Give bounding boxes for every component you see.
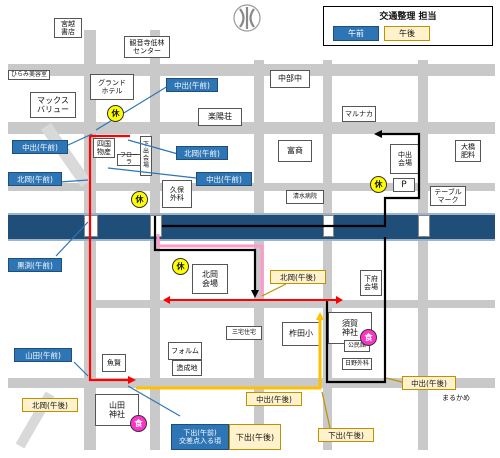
road-upper-horizontal: [8, 122, 495, 134]
road-east-vertical: [323, 60, 332, 450]
pointer-nakade-mid: [107, 167, 197, 179]
callout-kitaoka-am: 北岡(午前): [176, 146, 228, 160]
building-table-mark: テーブル マーク: [430, 186, 466, 206]
pointer-kitaoka-am: [127, 139, 179, 155]
pointer-shimode-pm-bottom: [321, 391, 331, 429]
road-middle-vertical: [254, 60, 264, 450]
building-kitaoka-kaikan: 北岡 会場: [192, 264, 228, 294]
route-black-arrowhead-west: [374, 130, 382, 138]
road-far-east-vertical: [418, 60, 428, 450]
building-forum: フォルム: [168, 342, 202, 360]
building-chubu: 中部中: [270, 70, 310, 88]
building-rakuyoso: 楽陽荘: [198, 108, 242, 126]
road-north-horizontal: [8, 64, 495, 76]
food-marker-icon: 食: [360, 329, 377, 346]
callout-nakade-am-top: 中出(午前): [166, 78, 218, 92]
route-black-east: [162, 132, 421, 228]
legend-am-swatch: 午前: [333, 26, 379, 41]
rest-marker-icon: 休: [131, 191, 148, 208]
route-red-arrowhead: [128, 376, 136, 384]
legend: 交通整理 担当 午前 午後: [323, 6, 493, 46]
pointer-kitaoka-am-left: [59, 179, 89, 183]
building-maruhachi: マルナカ: [342, 106, 376, 122]
building-hirakimi: ひらみ美容室: [8, 70, 50, 80]
road-bottom-horizontal: [8, 378, 495, 388]
route-pink: [156, 234, 264, 296]
route-red-arrow-west-head: [163, 296, 170, 304]
route-red: [88, 134, 130, 382]
building-yotsuomi: 四国 物産: [93, 138, 115, 158]
callout-nakade-pm-mid: 中出(午後): [246, 392, 302, 406]
pointer-shimode-am: [127, 385, 181, 417]
callout-kitaoka-am-left: 北岡(午前): [8, 172, 62, 186]
building-tomishima: 富商: [278, 140, 312, 162]
food-marker-icon: 食: [130, 415, 147, 432]
callout-shimode-pm-bottom: 下出(午後): [318, 428, 374, 442]
rest-marker-icon: 休: [370, 176, 387, 193]
building-maxvalu: マックス バリュー: [30, 92, 76, 118]
building-miyake: 三宅住宅: [226, 326, 262, 340]
road-lower-horizontal: [90, 300, 495, 308]
callout-kurosu-am: 黒渕(午前): [8, 258, 62, 272]
bridge-far-east: [418, 215, 430, 237]
pointer-nakade-top: [95, 85, 169, 131]
pointer-yamada: [73, 361, 89, 377]
route-red-arrow-east-head: [336, 296, 343, 304]
town-emblem-icon: [233, 4, 261, 32]
callout-nakade-am-left: 中出(午前): [12, 140, 68, 154]
callout-kitaoka-pm-left: 北岡(午後): [22, 398, 78, 412]
building-kashiwada: 柞田小: [282, 322, 320, 346]
route-black: [153, 216, 257, 292]
building-hino: 日野外科: [342, 358, 372, 370]
road-mid-horizontal: [8, 183, 495, 191]
pointer-kurosu: [55, 221, 89, 257]
route-orange: [136, 318, 322, 390]
building-ohashi: 大橋 肥料: [455, 140, 481, 162]
building-kannon: 観音寺低林 センター: [124, 36, 170, 58]
pointer-nakade-pm-right: [385, 377, 403, 383]
building-shimizu: 清水病院: [286, 190, 324, 204]
callout-nakade-pm-right: 中出(午後): [402, 376, 456, 390]
route-orange-arrowhead: [316, 312, 324, 320]
pointer-kitaoka-pm: [261, 283, 287, 297]
rest-marker-icon: 休: [172, 258, 189, 275]
building-grand-hotel: グランド ホテル: [90, 74, 134, 100]
callout-shimode-am-box: 下出(午前) 交差点入る頃: [171, 424, 229, 450]
legend-title: 交通整理 担当: [379, 12, 437, 22]
callout-yamada-am: 山田(午前): [14, 348, 72, 362]
building-uoken: 魚賢: [102, 354, 126, 372]
callout-nakade-am-mid: 中出(午前): [196, 172, 252, 186]
route-black-south: [325, 237, 387, 384]
callout-kitaoka-pm-center: 北岡(午後): [270, 270, 326, 284]
route-black-arrowhead-south: [251, 290, 259, 298]
building-kubo: 久保 外科: [162, 180, 192, 208]
pointer-nakade-left: [65, 133, 93, 147]
building-parking: P: [393, 178, 415, 192]
callout-shimode-pm-box: 下出(午後): [229, 424, 281, 450]
building-zoen: 造成地: [172, 360, 202, 376]
building-miyakoshi: 宮越 書店: [54, 18, 82, 38]
building-shimoshin: 下府 会場: [360, 270, 382, 296]
rest-marker-icon: 休: [107, 105, 124, 122]
label-marukame: まるかめ: [442, 394, 470, 402]
legend-pm-swatch: 午後: [384, 26, 430, 41]
